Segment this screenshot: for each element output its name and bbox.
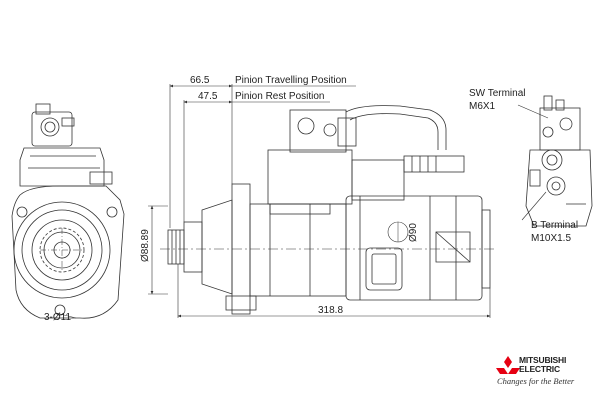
front-view xyxy=(11,103,125,319)
b-terminal-thread: M10X1.5 xyxy=(531,233,572,244)
front-body-circle xyxy=(13,201,111,299)
b-terminal-stud xyxy=(546,176,566,196)
b-terminal-label: B Terminal xyxy=(531,220,579,231)
mounting-holes xyxy=(16,206,118,316)
dimension-texts: 66.5 47.5 318.8 Ø88.89 Ø90 xyxy=(140,75,419,316)
nose-housing xyxy=(201,199,233,295)
brand-tagline: Changes for the Better xyxy=(497,376,575,386)
mounting-holes-label: 3-Ø11 xyxy=(44,312,72,323)
housing-diameter-value: Ø90 xyxy=(408,223,419,242)
brand-name: MITSUBISHI ELECTRIC xyxy=(519,356,566,374)
body-diameter-value: Ø88.89 xyxy=(140,229,151,262)
pinion-rest-value: 47.5 xyxy=(198,91,218,102)
front-pinion-gear xyxy=(39,227,85,273)
side-view-solenoid xyxy=(267,105,465,215)
dimension-lines xyxy=(148,84,491,318)
pinion-travelling-value: 66.5 xyxy=(190,75,210,86)
rear-view xyxy=(517,95,593,227)
sw-terminal-label: SW Terminal xyxy=(469,88,526,99)
pinion-travelling-label: Pinion Travelling Position xyxy=(235,75,347,86)
brand-name-line1: MITSUBISHI xyxy=(519,355,567,365)
front-flange-outline xyxy=(11,185,125,319)
overall-length-value: 318.8 xyxy=(318,305,343,316)
sw-terminal-thread: M6X1 xyxy=(469,101,496,112)
front-view-solenoid xyxy=(19,103,113,187)
side-view xyxy=(160,105,496,315)
pinion-rest-label: Pinion Rest Position xyxy=(235,91,325,102)
motor-body xyxy=(249,203,347,297)
mitsubishi-logo-icon xyxy=(496,356,520,374)
brand-name-line2: ELECTRIC xyxy=(519,364,560,374)
